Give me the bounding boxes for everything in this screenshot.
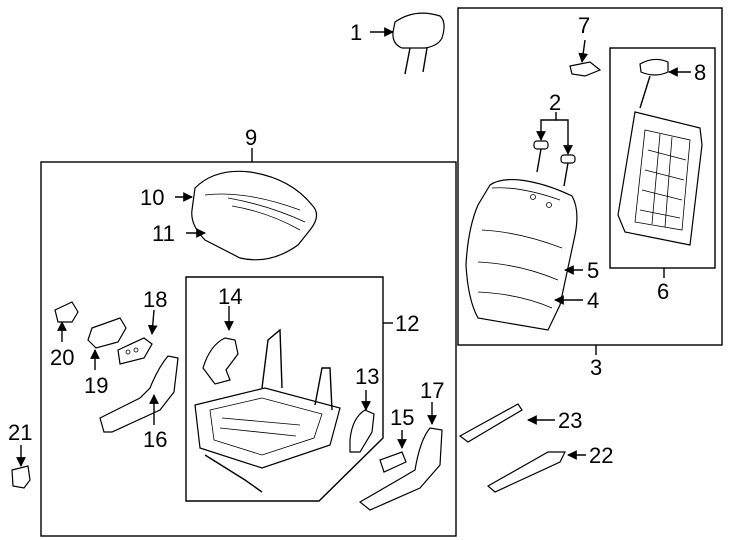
group-box-seat-cushion bbox=[40, 161, 457, 537]
rail-cover-upper-part[interactable] bbox=[458, 403, 523, 443]
rail-cover-lower-part[interactable] bbox=[486, 451, 566, 493]
bracket-part[interactable] bbox=[202, 337, 239, 385]
callout-2: 2 bbox=[549, 90, 561, 115]
callout-10: 10 bbox=[140, 185, 164, 210]
callout-13: 13 bbox=[355, 364, 379, 389]
callout-3: 3 bbox=[590, 355, 602, 380]
seat-switch-part[interactable] bbox=[117, 337, 153, 365]
trim-cover-part[interactable] bbox=[54, 301, 79, 323]
recliner-cover-part[interactable] bbox=[349, 409, 375, 453]
callout-17: 17 bbox=[420, 378, 444, 403]
callout-12: 12 bbox=[395, 311, 419, 336]
seat-back-frame-part[interactable] bbox=[617, 111, 703, 246]
callout-20: 20 bbox=[50, 345, 74, 370]
callout-1: 1 bbox=[350, 20, 362, 45]
callout-11: 11 bbox=[152, 221, 175, 246]
shield-cover-part[interactable] bbox=[87, 317, 127, 349]
callout-7: 7 bbox=[578, 13, 590, 38]
callout-4: 4 bbox=[587, 288, 599, 313]
side-shield-part[interactable] bbox=[99, 355, 179, 433]
clip-part[interactable] bbox=[569, 61, 602, 77]
seat-frame-part[interactable] bbox=[194, 328, 341, 493]
callout-15: 15 bbox=[390, 405, 414, 430]
callout-numbers: 1 7 8 2 5 4 6 3 9 10 11 14 12 13 15 17 1… bbox=[8, 13, 706, 468]
group-box-seat-frame bbox=[185, 276, 384, 502]
callout-18: 18 bbox=[143, 287, 167, 312]
callout-16: 16 bbox=[143, 427, 167, 452]
cap-plug-part[interactable] bbox=[11, 465, 31, 489]
callout-9: 9 bbox=[245, 125, 257, 150]
group-box-back-frame bbox=[609, 47, 716, 269]
callout-21: 21 bbox=[8, 420, 32, 445]
seat-cushion-part[interactable] bbox=[191, 170, 318, 261]
callout-6: 6 bbox=[657, 279, 669, 304]
callout-22: 22 bbox=[589, 443, 613, 468]
callout-23: 23 bbox=[558, 408, 582, 433]
seat-back-part[interactable] bbox=[465, 178, 578, 331]
lumbar-knob-part[interactable] bbox=[639, 58, 669, 109]
pad-part[interactable] bbox=[379, 451, 407, 473]
callout-5: 5 bbox=[587, 258, 599, 283]
leader-lines bbox=[16, 27, 691, 467]
callout-14: 14 bbox=[218, 284, 242, 309]
group-box-seat-back bbox=[457, 7, 723, 346]
callout-19: 19 bbox=[84, 373, 108, 398]
headrest-part[interactable] bbox=[392, 12, 445, 75]
headrest-guide-part[interactable] bbox=[533, 140, 576, 187]
outer-side-cover-part[interactable] bbox=[358, 427, 443, 511]
callout-8: 8 bbox=[694, 60, 706, 85]
